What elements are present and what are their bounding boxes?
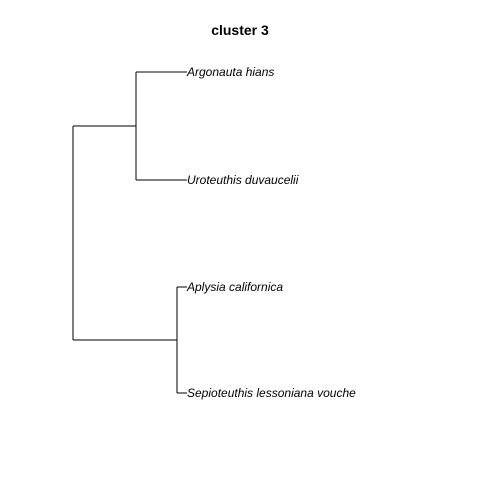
tip-label-2: Uroteuthis duvaucelii	[187, 173, 299, 187]
tip-label-3: Aplysia californica	[187, 280, 284, 294]
tip-label-4: Sepioteuthis lessoniana vouche	[187, 386, 356, 400]
chart-title: cluster 3	[211, 22, 269, 38]
tip-label-1: Argonauta hians	[187, 65, 275, 79]
